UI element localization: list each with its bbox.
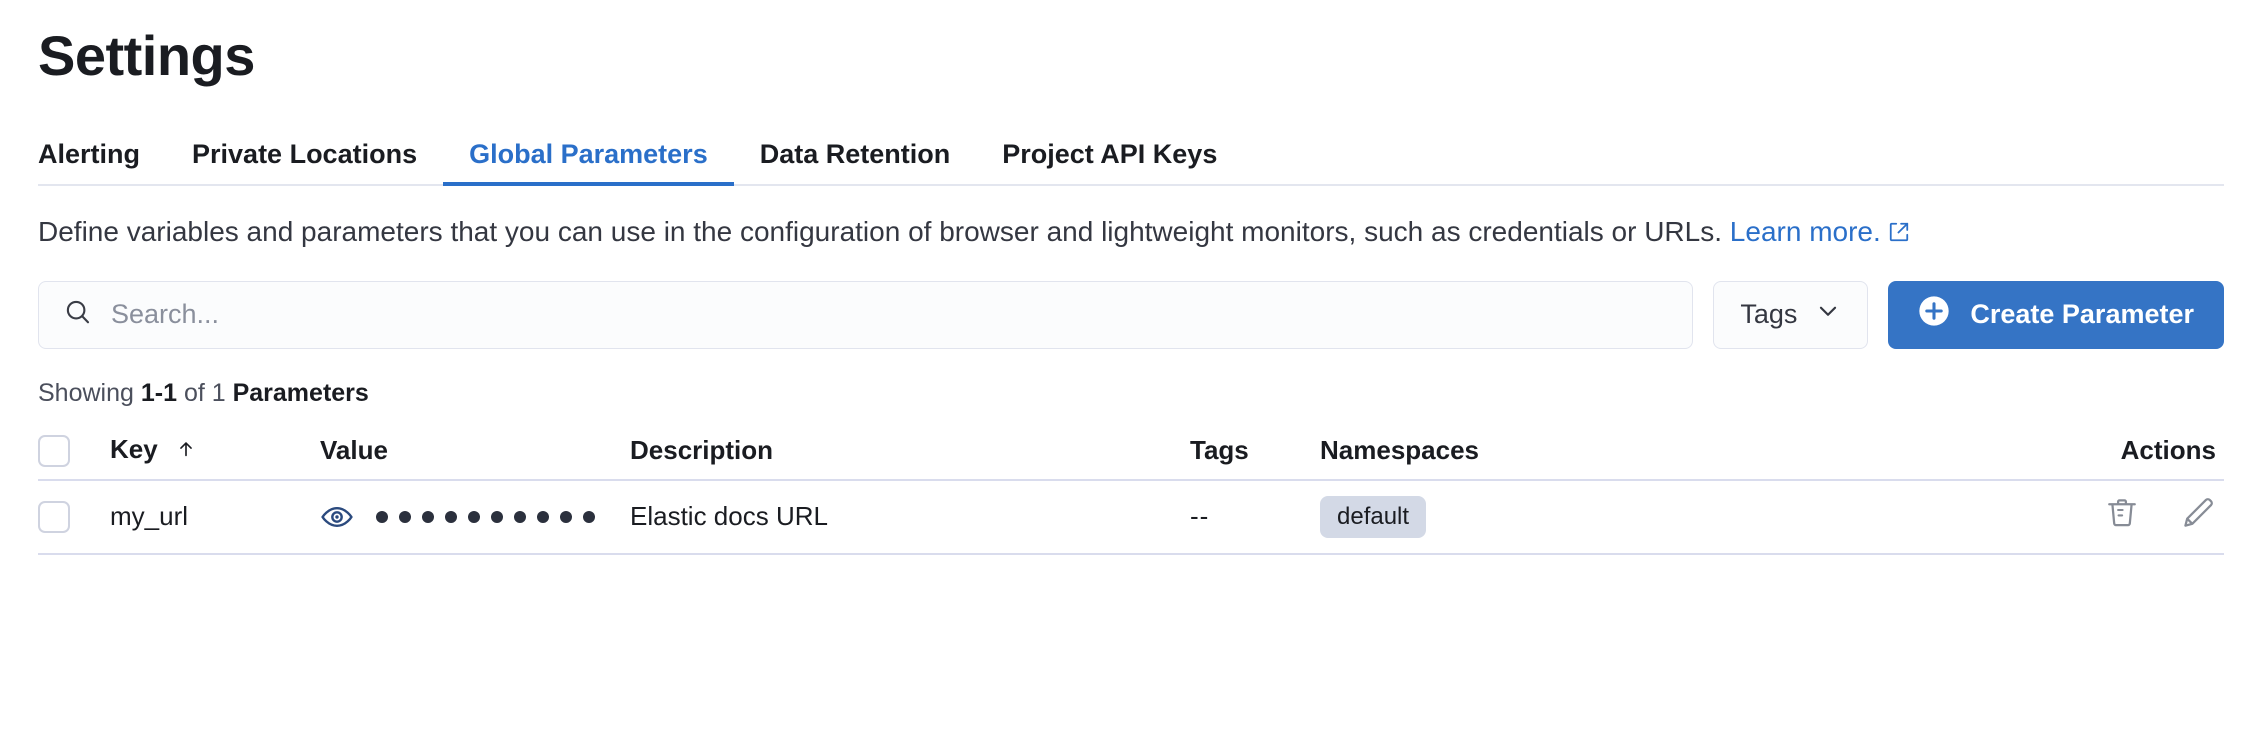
namespace-badge: default: [1320, 495, 1427, 538]
eye-icon[interactable]: [320, 500, 354, 534]
external-link-icon: [1888, 215, 1910, 253]
mask-dot: [376, 510, 388, 523]
header-description-label: Description: [630, 434, 774, 465]
row-value-cell: [320, 479, 630, 555]
header-namespaces-label: Namespaces: [1320, 434, 1479, 465]
search-input[interactable]: [111, 299, 1669, 331]
learn-more-label: Learn more.: [1729, 216, 1881, 247]
tab-label: Project API Keys: [1002, 139, 1218, 169]
header-value-label: Value: [320, 434, 388, 465]
create-parameter-label: Create Parameter: [1970, 299, 2194, 330]
trash-icon[interactable]: [2104, 495, 2140, 531]
controls-bar: Tags Create Parameter: [38, 280, 2224, 349]
pencil-icon[interactable]: [2180, 495, 2216, 531]
parameters-table: Key Value Description Tags Namespaces Ac…: [38, 421, 2224, 555]
tab-label: Global Parameters: [469, 139, 708, 169]
header-tags: Tags: [1190, 421, 1320, 481]
tab-data-retention[interactable]: Data Retention: [734, 141, 977, 184]
results-prefix: Showing: [38, 378, 141, 407]
masked-value: [376, 510, 595, 523]
header-tags-label: Tags: [1190, 434, 1249, 465]
search-icon: [63, 297, 93, 332]
mask-dot: [445, 510, 457, 523]
row-select-cell: [38, 479, 110, 555]
header-key-label: Key: [110, 433, 158, 464]
mask-dot: [468, 510, 480, 523]
header-key[interactable]: Key: [110, 421, 320, 481]
table-body: my_url: [38, 479, 2224, 555]
row-key-value: my_url: [110, 501, 189, 532]
plus-circle-icon: [1918, 295, 1950, 334]
tab-project-api-keys[interactable]: Project API Keys: [976, 141, 1243, 184]
mask-dot: [560, 510, 572, 523]
table-header-row: Key Value Description Tags Namespaces Ac…: [38, 421, 2224, 481]
table-header: Key Value Description Tags Namespaces Ac…: [38, 421, 2224, 481]
header-actions-label: Actions: [2120, 434, 2216, 465]
row-description-cell: Elastic docs URL: [630, 479, 1190, 555]
header-select-all: [38, 421, 110, 481]
row-tags-value: --: [1190, 501, 1210, 532]
header-actions: Actions: [1930, 421, 2224, 481]
results-count: Showing 1-1 of 1 Parameters: [38, 379, 2224, 408]
tab-label: Alerting: [38, 139, 141, 169]
settings-tabs: Alerting Private Locations Global Parame…: [38, 126, 2224, 186]
table-row: my_url: [38, 479, 2224, 555]
row-checkbox[interactable]: [38, 501, 70, 534]
tags-filter-label: Tags: [1740, 299, 1798, 330]
page-description: Define variables and parameters that you…: [38, 213, 2224, 253]
mask-dot: [537, 510, 549, 523]
mask-dot: [583, 510, 595, 523]
row-key-cell: my_url: [110, 479, 320, 555]
results-middle: of 1: [177, 378, 233, 407]
description-text: Define variables and parameters that you…: [38, 216, 1723, 247]
results-range: 1-1: [140, 378, 177, 407]
results-noun: Parameters: [232, 378, 369, 407]
mask-dot: [422, 510, 434, 523]
arrow-up-icon[interactable]: [175, 436, 197, 467]
row-tags-cell: --: [1190, 479, 1320, 555]
row-namespaces-cell: default: [1320, 479, 1930, 555]
header-namespaces: Namespaces: [1320, 421, 1930, 481]
page-title: Settings: [38, 24, 255, 87]
tab-global-parameters[interactable]: Global Parameters: [443, 139, 734, 186]
row-description-value: Elastic docs URL: [630, 501, 828, 532]
tab-alerting[interactable]: Alerting: [38, 141, 166, 184]
select-all-checkbox[interactable]: [38, 434, 70, 467]
tags-filter-button[interactable]: Tags: [1713, 280, 1869, 349]
create-parameter-button[interactable]: Create Parameter: [1888, 280, 2224, 349]
tab-label: Data Retention: [759, 139, 951, 169]
search-box[interactable]: [38, 280, 1694, 349]
mask-dot: [491, 510, 503, 523]
learn-more-link[interactable]: Learn more.: [1730, 216, 1881, 247]
header-description: Description: [630, 421, 1190, 481]
chevron-down-icon: [1815, 298, 1841, 331]
mask-dot: [514, 510, 526, 523]
tab-private-locations[interactable]: Private Locations: [166, 141, 443, 184]
row-actions-cell: [1930, 479, 2224, 555]
header-value: Value: [320, 421, 630, 481]
tab-label: Private Locations: [192, 139, 418, 169]
mask-dot: [399, 510, 411, 523]
